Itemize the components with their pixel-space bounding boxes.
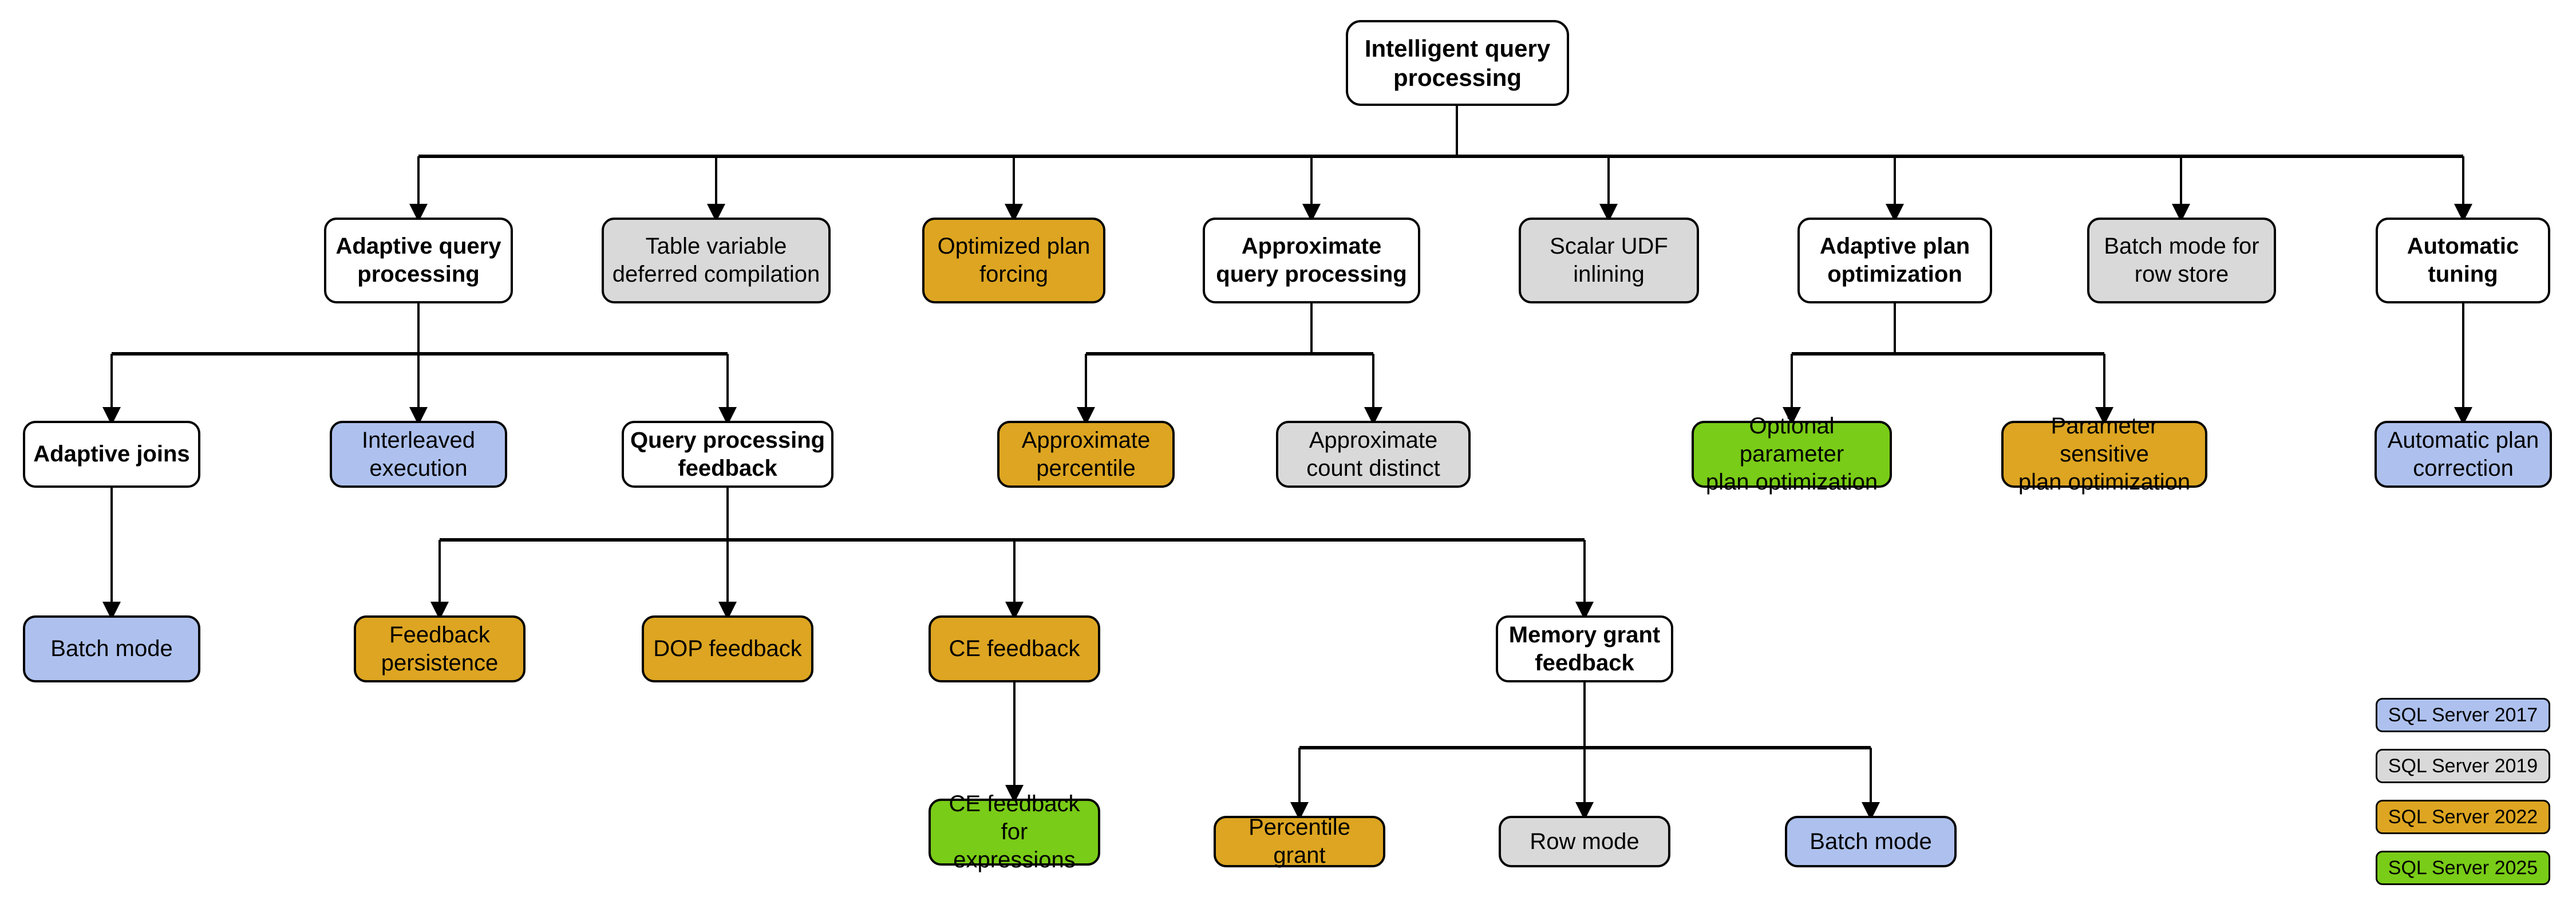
node-table-variable-deferred-compilation[interactable]: Table variable deferred compilation [602, 218, 831, 303]
node-batch-mode-adaptive-joins[interactable]: Batch mode [23, 615, 200, 682]
node-batch-mode-for-row-store[interactable]: Batch mode for row store [2087, 218, 2276, 303]
node-scalar-udf-inlining[interactable]: Scalar UDF inlining [1519, 218, 1699, 303]
node-adaptive-query-processing[interactable]: Adaptive query processing [324, 218, 513, 303]
legend-item-sql-server-2019[interactable]: SQL Server 2019 [2376, 749, 2550, 783]
legend-item-sql-server-2022[interactable]: SQL Server 2022 [2376, 800, 2550, 834]
legend-item-sql-server-2017[interactable]: SQL Server 2017 [2376, 698, 2550, 732]
node-interleaved-execution[interactable]: Interleaved execution [330, 421, 507, 488]
node-parameter-sensitive-plan-optimization[interactable]: Parameter sensitive plan optimization [2001, 413, 2207, 495]
node-ce-feedback[interactable]: CE feedback [929, 615, 1100, 682]
node-feedback-persistence[interactable]: Feedback persistence [354, 615, 526, 682]
legend-item-sql-server-2025[interactable]: SQL Server 2025 [2376, 851, 2550, 885]
node-adaptive-joins[interactable]: Adaptive joins [23, 421, 200, 488]
node-automatic-tuning[interactable]: Automatic tuning [2376, 218, 2550, 303]
node-memory-grant-feedback[interactable]: Memory grant feedback [1496, 615, 1673, 682]
node-automatic-plan-correction[interactable]: Automatic plan correction [2374, 421, 2552, 488]
node-batch-mode-memory-grant[interactable]: Batch mode [1785, 816, 1957, 867]
node-approximate-query-processing[interactable]: Approximate query processing [1203, 218, 1420, 303]
node-row-mode[interactable]: Row mode [1499, 816, 1670, 867]
node-dop-feedback[interactable]: DOP feedback [642, 615, 813, 682]
node-approximate-count-distinct[interactable]: Approximate count distinct [1276, 421, 1471, 488]
node-query-processing-feedback[interactable]: Query processing feedback [622, 421, 833, 488]
node-optional-parameter-plan-optimization[interactable]: Optional parameter plan optimization [1692, 413, 1892, 495]
node-intelligent-query-processing[interactable]: Intelligent query processing [1346, 20, 1569, 106]
node-ce-feedback-for-expressions[interactable]: CE feedback for expressions [929, 791, 1100, 872]
node-percentile-grant[interactable]: Percentile grant [1214, 815, 1385, 868]
node-optimized-plan-forcing[interactable]: Optimized plan forcing [922, 218, 1105, 303]
node-adaptive-plan-optimization[interactable]: Adaptive plan optimization [1797, 218, 1992, 303]
node-approximate-percentile[interactable]: Approximate percentile [997, 421, 1175, 488]
